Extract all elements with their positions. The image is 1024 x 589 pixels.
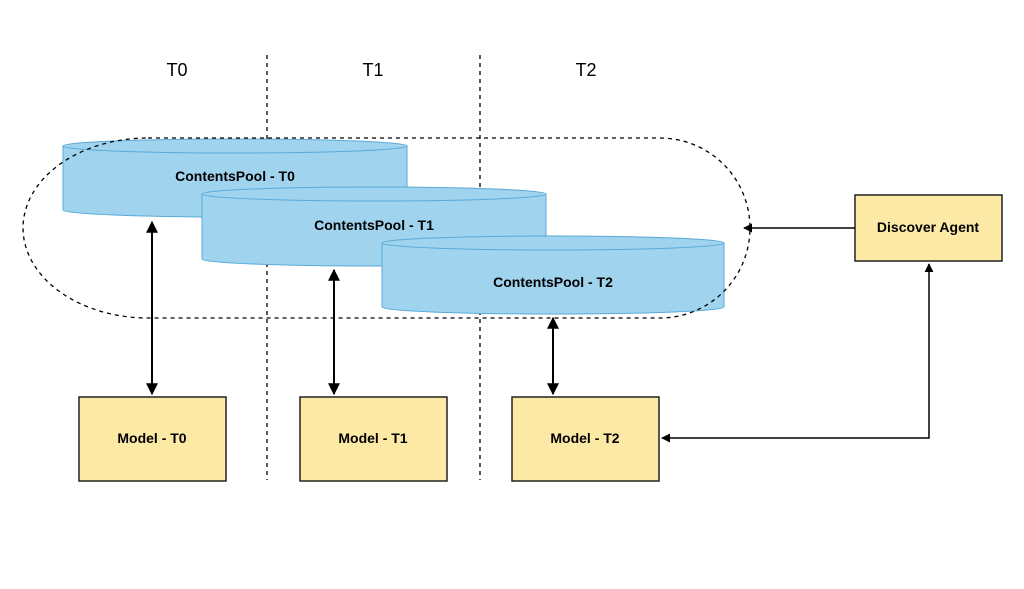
model-t1-label: Model - T1 [338,430,407,446]
contents-pool-t0-label: ContentsPool - T0 [175,168,295,184]
column-label-t2: T2 [575,60,596,80]
column-label-t0: T0 [166,60,187,80]
model-t0: Model - T0 [78,396,227,482]
pool-group-outline [22,137,751,319]
model-t0-label: Model - T0 [117,430,186,446]
model-t2-label: Model - T2 [550,430,619,446]
model-t1: Model - T1 [299,396,448,482]
contents-pool-t1-label: ContentsPool - T1 [314,217,434,233]
arrow-model-t2-agent [661,263,934,443]
discover-agent-label: Discover Agent [877,219,980,235]
contents-pool-t2: ContentsPool - T2 [381,235,725,315]
contents-pool-t2-label: ContentsPool - T2 [493,274,613,290]
column-label-t1: T1 [362,60,383,80]
discover-agent: Discover Agent [854,194,1003,262]
model-t2: Model - T2 [511,396,660,482]
